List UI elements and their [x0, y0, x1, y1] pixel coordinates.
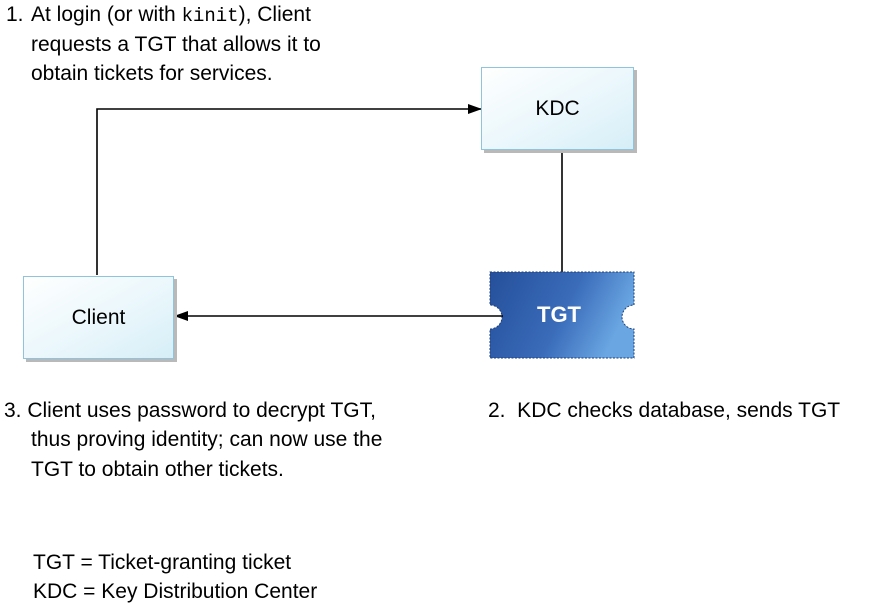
tgt-ticket-shape [489, 271, 635, 359]
step1-line1-post: ), Client [238, 3, 311, 26]
kinit-command: kinit [181, 5, 239, 27]
step1-line3: obtain tickets for services. [31, 62, 273, 85]
request-arrow [96, 104, 482, 275]
client-label: Client [71, 305, 126, 329]
step2-text: 2. KDC checks database, sends TGT [488, 399, 841, 422]
step3-line3: TGT to obtain other tickets. [31, 458, 284, 481]
legend-tgt: TGT = Ticket-granting ticket [33, 551, 292, 574]
kdc-label: KDC [535, 96, 580, 120]
step1-line1: At login (or with kinit), Client [31, 0, 311, 31]
step3-line2: thus proving identity; can now use the [31, 428, 383, 451]
step1-line2: requests a TGT that allows it to [31, 33, 321, 56]
kdc-box: KDC [481, 67, 634, 150]
tgt-ticket-label: TGT [537, 302, 581, 327]
step1-number: 1. [6, 3, 24, 26]
client-box: Client [23, 276, 174, 359]
step1-line1-pre: At login (or with [31, 3, 182, 26]
legend-kdc: KDC = Key Distribution Center [33, 580, 318, 603]
step3-line1: 3. Client uses password to decrypt TGT, [4, 399, 376, 422]
